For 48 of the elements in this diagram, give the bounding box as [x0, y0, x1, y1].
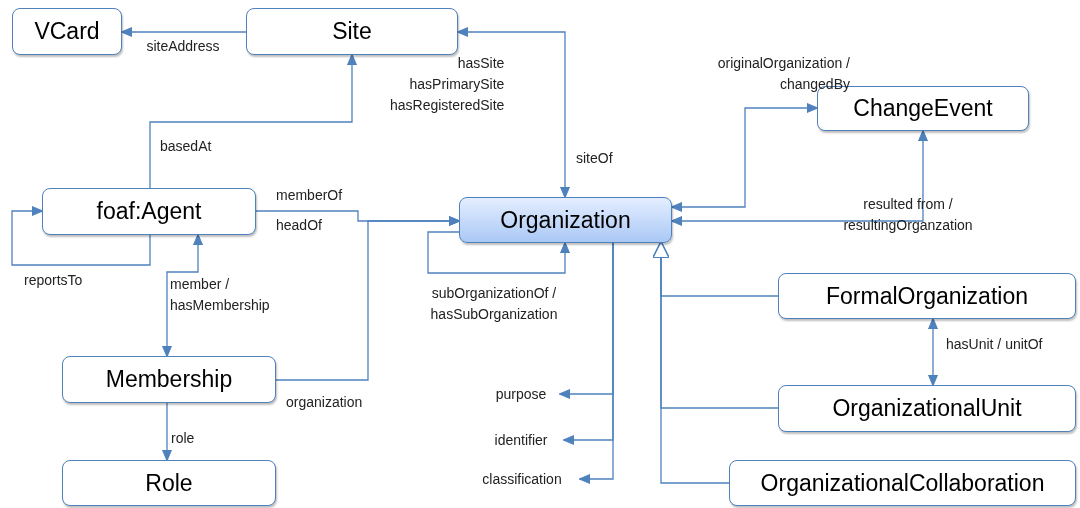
arrow [161, 402, 173, 462]
class-name: foaf:Agent [96, 198, 202, 225]
property-label: identifier [494, 432, 548, 448]
arrow [149, 53, 358, 189]
class-box [778, 273, 1076, 319]
class-box [778, 385, 1076, 432]
property-label: siteOf [575, 149, 614, 168]
arrow [427, 231, 571, 274]
arrow [927, 317, 939, 387]
arrow [120, 26, 247, 38]
subclass-arrow [652, 241, 730, 484]
highlighted-class-box [459, 197, 672, 243]
arrow [670, 102, 819, 213]
class-name: ChangeEvent [853, 95, 993, 122]
class-box [42, 188, 256, 235]
edge-label: originalOrganization / changedBy [716, 54, 851, 94]
edge-label: subOrganizationOf / hasSubOrganization [429, 284, 559, 324]
arrow [670, 129, 929, 227]
edge-label: resulted from / resultingOrganzation [842, 195, 974, 235]
class-name: Site [332, 18, 372, 45]
class-name: Membership [105, 366, 233, 393]
class-name: Organization [500, 206, 631, 234]
arrow [275, 215, 461, 381]
property-label: classification [482, 471, 562, 487]
edge-label: basedAt [159, 137, 213, 156]
class-box [62, 460, 276, 506]
class-name: OrganizationalUnit [832, 395, 1022, 422]
class-box [62, 356, 276, 403]
edge-label: reportsTo [23, 271, 84, 290]
class-name: FormalOrganization [826, 282, 1028, 310]
edge-label: organization [285, 393, 364, 412]
arrow [11, 205, 151, 266]
arrow [456, 26, 571, 199]
edge-label: member / hasMembership [169, 275, 271, 315]
class-name: VCard [34, 18, 100, 45]
edge-label: hasUnit / unitOf [945, 335, 1044, 354]
edge-label: siteAddress [145, 37, 221, 56]
class-name: OrganizationalCollaboration [760, 469, 1045, 497]
class-box [12, 8, 122, 55]
property-label: purpose [495, 386, 547, 402]
edge-label: memberOf headOf [275, 186, 344, 235]
edge-label: hasSite hasPrimarySite hasRegisteredSite [389, 54, 506, 115]
class-box [729, 460, 1076, 506]
edge-label: role [170, 429, 196, 448]
class-box [246, 8, 458, 55]
arrow [161, 233, 204, 358]
class-name: Role [145, 469, 193, 497]
arrow [578, 242, 614, 485]
